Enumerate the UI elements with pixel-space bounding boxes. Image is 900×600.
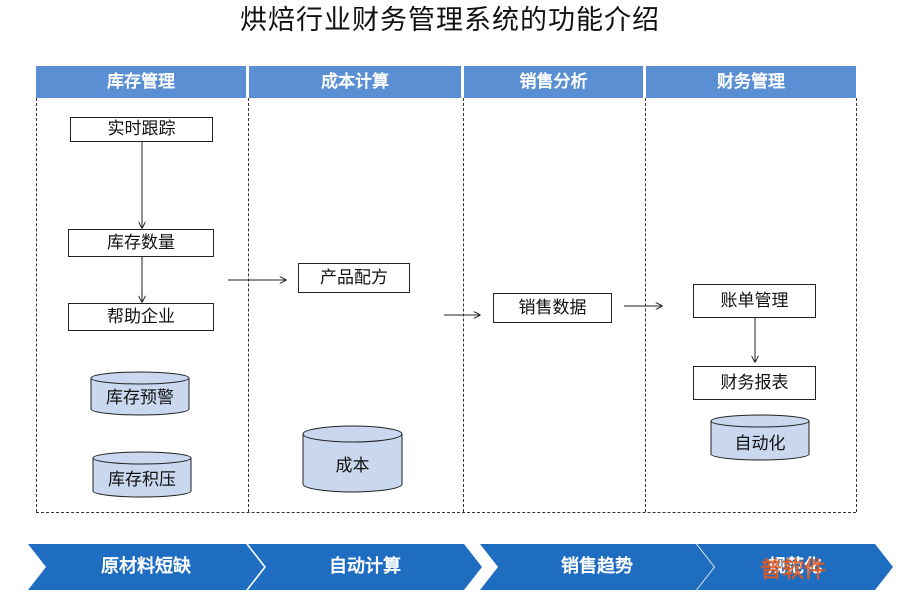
box-financial-report: 财务报表 bbox=[693, 366, 816, 400]
database-icon bbox=[302, 425, 403, 493]
box-product-recipe: 产品配方 bbox=[298, 263, 410, 293]
chevron-raw-material-shortage: 原材料短缺 bbox=[28, 544, 264, 590]
chevron-auto-calculation: 自动计算 bbox=[248, 544, 482, 590]
header-inventory: 库存管理 bbox=[36, 66, 246, 98]
page-title: 烘焙行业财务管理系统的功能介绍 bbox=[240, 5, 660, 36]
box-inventory-quantity: 库存数量 bbox=[68, 229, 214, 257]
column-divider bbox=[36, 98, 37, 512]
header-cost: 成本计算 bbox=[249, 66, 461, 98]
column-divider bbox=[856, 98, 857, 512]
chevron-standardization: 规范化 bbox=[697, 544, 893, 590]
cylinder-automation: 自动化 bbox=[710, 414, 810, 462]
column-divider bbox=[248, 98, 249, 512]
box-help-enterprise: 帮助企业 bbox=[68, 303, 214, 331]
box-realtime-tracking: 实时跟踪 bbox=[70, 117, 213, 142]
cylinder-inventory-warning: 库存预警 bbox=[90, 371, 190, 417]
cylinder-label: 成本 bbox=[335, 456, 370, 476]
cylinder-label: 自动化 bbox=[734, 434, 786, 454]
chevron-sales-trend: 销售趋势 bbox=[480, 544, 714, 590]
header-sales: 销售分析 bbox=[464, 66, 643, 98]
cylinder-label: 库存积压 bbox=[108, 470, 176, 490]
box-sales-data: 销售数据 bbox=[493, 293, 612, 323]
cylinder-cost: 成本 bbox=[302, 424, 403, 494]
column-divider bbox=[645, 98, 646, 512]
database-icon bbox=[710, 414, 810, 461]
database-icon bbox=[90, 371, 190, 416]
cylinder-inventory-backlog: 库存积压 bbox=[92, 451, 192, 499]
database-icon bbox=[92, 451, 192, 498]
bottom-divider bbox=[36, 512, 856, 513]
cylinder-label: 库存预警 bbox=[106, 388, 174, 408]
watermark-logo: 普软件 bbox=[760, 558, 827, 583]
column-divider bbox=[463, 98, 464, 512]
header-finance: 财务管理 bbox=[646, 66, 856, 98]
box-bill-management: 账单管理 bbox=[693, 284, 816, 318]
